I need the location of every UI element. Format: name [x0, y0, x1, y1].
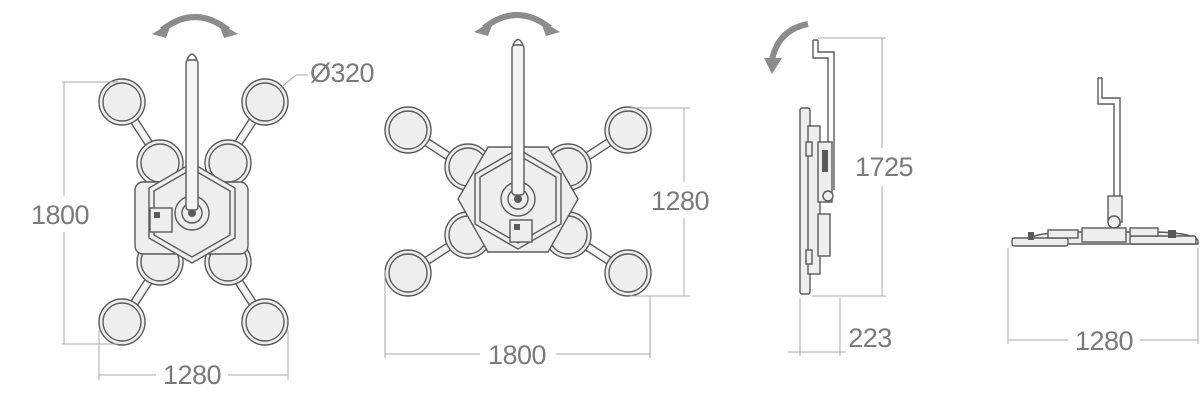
dimension-height: 1280 [630, 107, 710, 297]
suction-pad [241, 78, 289, 126]
lifting-beam [511, 44, 525, 196]
dimension-label: 1800 [488, 340, 546, 370]
dimension-label: Ø320 [310, 58, 374, 88]
rotate-arrow-icon [474, 12, 560, 36]
suction-pad [98, 78, 146, 126]
dimension-label: 223 [848, 323, 892, 353]
side-plate [799, 107, 834, 295]
dimension-depth: 223 [788, 298, 892, 356]
side-column [812, 39, 835, 190]
rotate-arrow-icon [152, 14, 238, 38]
dimension-label: 1800 [31, 200, 89, 230]
front-plate [1011, 227, 1199, 247]
suction-pad [241, 298, 289, 346]
control-box [149, 207, 173, 233]
dimension-height: 1800 [31, 81, 118, 345]
dimension-diameter: Ø320 [277, 58, 375, 91]
view-1-top-portrait: 1800 1280 Ø320 [31, 14, 375, 390]
front-column [1097, 77, 1123, 229]
dimension-label: 1725 [855, 152, 913, 182]
dimension-label: 1280 [163, 360, 221, 390]
tilt-arrow-icon [764, 21, 809, 74]
dimension-width: 1280 [1007, 248, 1199, 356]
view-3-side: 1725 223 [764, 21, 914, 356]
dimension-width: 1280 [98, 330, 289, 390]
view-2-top-landscape: 1280 1800 [384, 12, 710, 370]
suction-pad [604, 249, 652, 297]
suction-pad [384, 106, 432, 154]
suction-pad [384, 249, 432, 297]
control-box [509, 219, 533, 243]
suction-pad [604, 106, 652, 154]
dimension-label: 1280 [651, 186, 709, 216]
suction-pad [98, 298, 146, 346]
lifting-beam [185, 59, 199, 211]
dimension-width: 1800 [384, 270, 651, 370]
view-4-front: 1280 [1007, 77, 1199, 356]
dimension-height: 1725 [812, 37, 914, 297]
dimension-label: 1280 [1075, 326, 1133, 356]
